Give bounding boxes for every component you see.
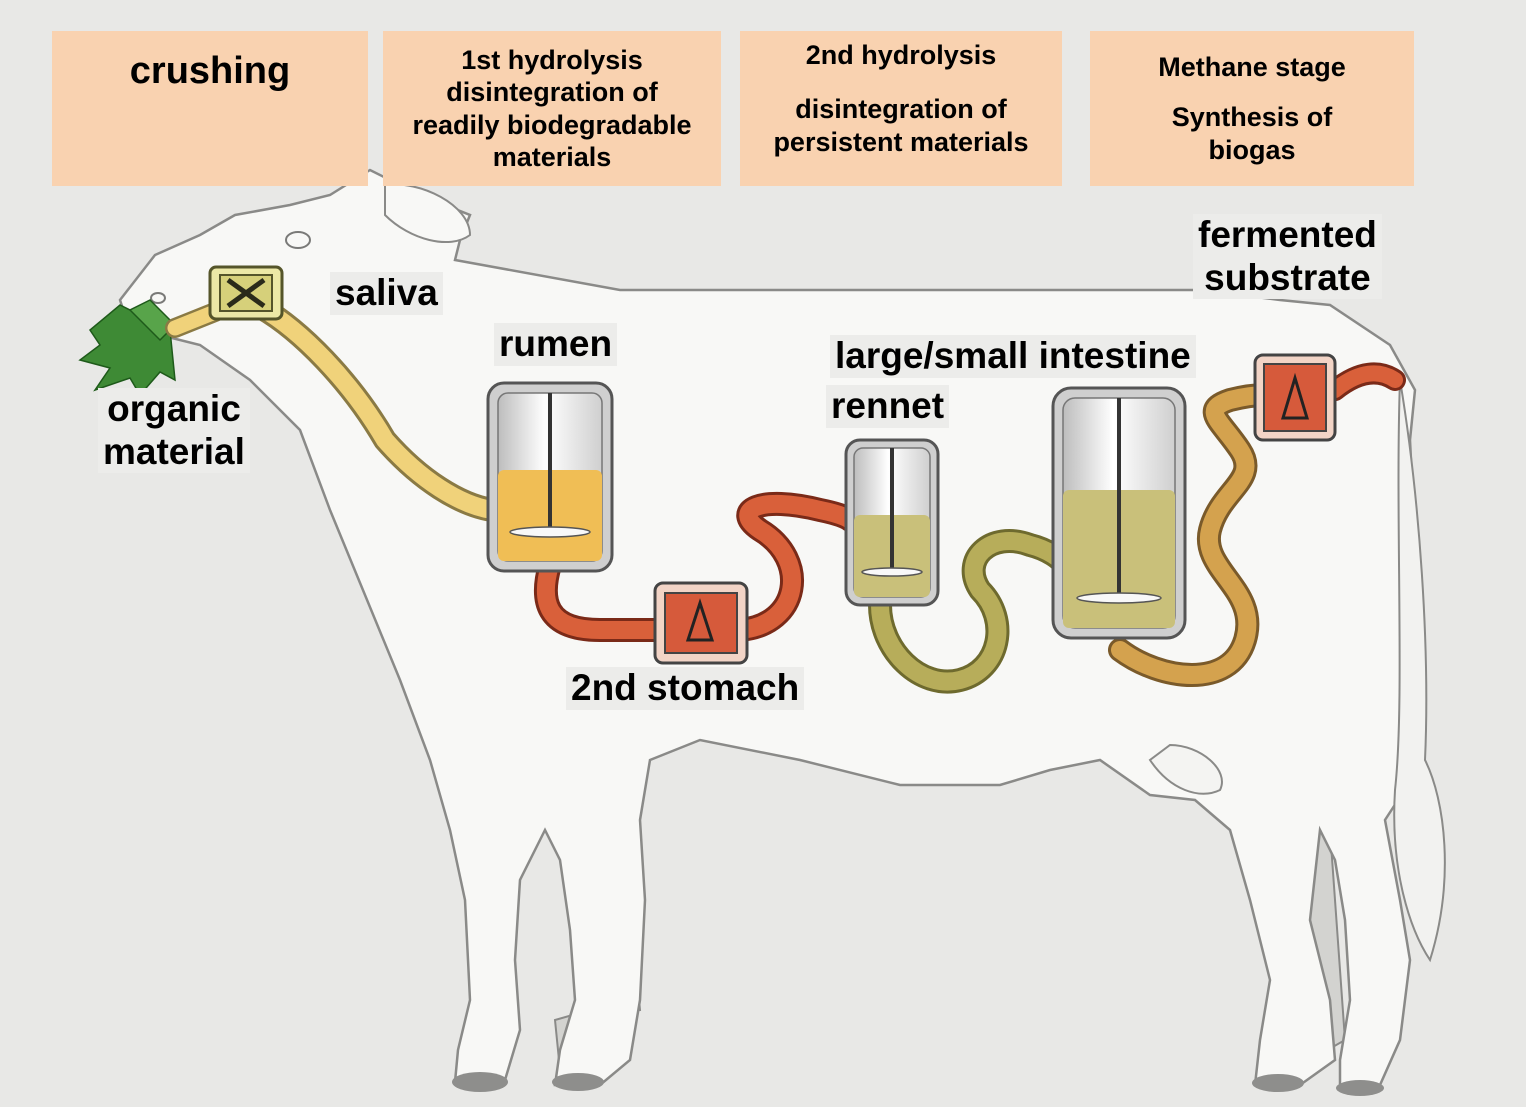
plant-icon [80,300,175,395]
label-second-stomach: 2nd stomach [566,667,804,710]
pump-icon [1255,355,1335,440]
label-saliva: saliva [330,272,443,315]
stage-line: disintegration of [446,76,658,108]
label-line: material [103,431,245,474]
mixer-tank-icon [488,383,612,571]
stage-crushing: crushing [52,31,368,186]
label-rennet: rennet [826,385,949,428]
label-rumen: rumen [494,323,617,366]
stage-first-hydrolysis: 1st hydrolysis disintegration of readily… [383,31,721,186]
label-large-small-intestine: large/small intestine [830,335,1196,378]
stage-second-hydrolysis: 2nd hydrolysis disintegration of persist… [740,31,1062,186]
stage-line: persistent materials [773,126,1028,158]
mixer-tank-icon [846,440,938,605]
label-fermented-substrate: fermented substrate [1193,214,1382,299]
stage-line: biogas [1208,134,1295,166]
label-line: fermented [1198,214,1377,257]
label-organic-material: organic material [98,388,250,473]
stage-line: materials [493,141,612,173]
mixer-tank-icon [1053,388,1185,638]
stage-line: disintegration of [795,93,1007,125]
far-legs [555,800,1345,1070]
cow-tail [1394,380,1445,960]
hooves [452,1072,1384,1096]
label-line: organic [103,388,245,431]
label-line: substrate [1198,257,1377,300]
stage-line: 2nd hydrolysis [806,39,997,71]
stage-line: Methane stage [1158,51,1346,83]
stage-line: 1st hydrolysis [461,44,643,76]
stage-line: crushing [130,49,290,95]
stage-line: Synthesis of [1172,101,1333,133]
crusher-icon [210,267,282,319]
stage-methane: Methane stage Synthesis of biogas [1090,31,1414,186]
stage-line: readily biodegradable [412,109,691,141]
pump-icon [655,583,747,663]
